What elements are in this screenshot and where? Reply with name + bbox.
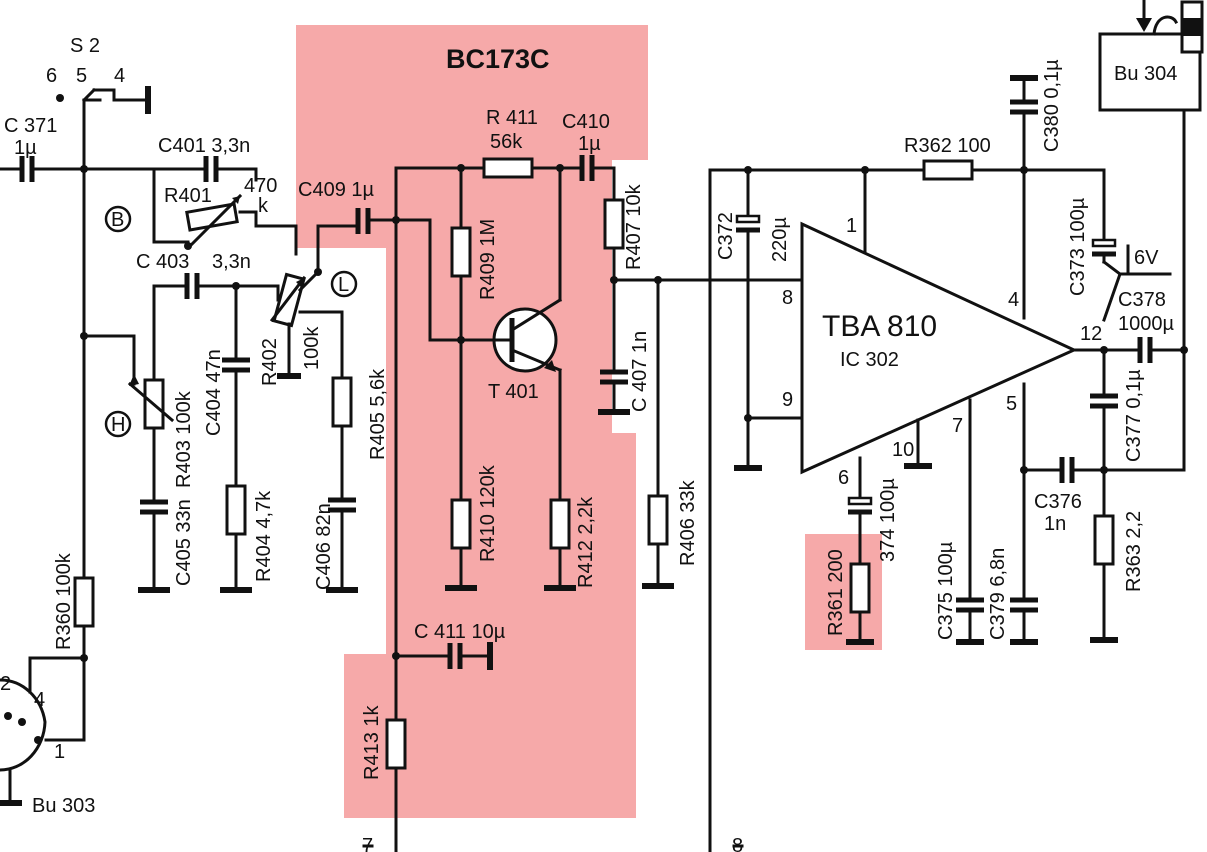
switch-pin-5: 5 — [76, 65, 87, 87]
r407-label: R407 10k — [623, 183, 645, 270]
feedback-network — [922, 75, 1172, 322]
c378-label: C378 — [1118, 289, 1166, 311]
edge-mark-left-label: 7 — [362, 835, 373, 852]
node-l-label: L — [338, 274, 349, 296]
r401-value-1: 470 — [244, 175, 277, 197]
c401-r401-network — [152, 156, 298, 256]
r409-label: R409 1M — [477, 219, 499, 300]
bu303-pin-2: 2 — [0, 673, 11, 695]
c411-label: C 411 10µ — [414, 621, 506, 643]
r413-label: R413 1k — [361, 705, 383, 780]
r412-label: R412 2,2k — [575, 496, 597, 588]
r361-label: R361 200 — [825, 549, 847, 636]
output-network — [1020, 0, 1204, 643]
c372-value: 220µ — [769, 217, 791, 262]
c371-label: C 371 — [4, 115, 57, 137]
switch-pin-4: 4 — [114, 65, 125, 87]
t401-label: T 401 — [488, 381, 539, 403]
ic-pin-1: 1 — [846, 215, 857, 237]
ic-tba810 — [800, 166, 1140, 602]
transistor-type-label: BC173C — [446, 44, 550, 74]
ic-name-label: TBA 810 — [822, 310, 937, 343]
bu303-pin-1: 1 — [54, 741, 65, 763]
ic-pin-10: 10 — [892, 439, 914, 461]
r405-label: R405 5,6k — [367, 368, 389, 460]
r402-value: 100k — [301, 326, 323, 370]
bu303-pin-4: 4 — [34, 689, 45, 711]
r410-label: R410 120k — [477, 464, 499, 562]
c376-value: 1n — [1044, 513, 1066, 535]
c405-label: C405 33n — [173, 499, 195, 586]
c401-label: C401 3,3n — [158, 135, 250, 157]
ic-pin-4: 4 — [1008, 289, 1019, 311]
ic-pin-9: 9 — [782, 389, 793, 411]
r411-value: 56k — [490, 131, 523, 153]
ic-pin-5: 5 — [1006, 393, 1017, 415]
switch-name: S 2 — [70, 35, 100, 57]
c404-r404-branch — [220, 284, 252, 593]
r363-label: R363 2,2 — [1123, 511, 1145, 592]
node-h-label: H — [111, 414, 125, 436]
ic-pin-8: 8 — [782, 287, 793, 309]
c380-label: C380 0,1µ — [1041, 59, 1063, 152]
r401-label: R401 — [164, 185, 212, 207]
c376-label: C376 — [1034, 491, 1082, 513]
ic-pin-7: 7 — [952, 415, 963, 437]
switch-pin-6: 6 — [46, 65, 57, 87]
c372-label: C372 — [715, 212, 737, 260]
r404-label: R404 4,7k — [253, 490, 275, 582]
c377-label: C377 0,1µ — [1123, 369, 1145, 462]
ic-pin-12: 12 — [1080, 323, 1102, 345]
c409-label: C409 1µ — [298, 179, 374, 201]
c406-label: C406 82n — [313, 503, 335, 590]
node-b-label: B — [111, 209, 124, 231]
r402-pot — [269, 224, 358, 593]
c407-label: C 407 1n — [629, 331, 651, 412]
ic-pin-6: 6 — [838, 467, 849, 489]
edge-mark-right-label: 8 — [732, 835, 743, 852]
c371-value: 1µ — [14, 137, 37, 159]
pin6-network — [846, 496, 874, 645]
node-markers — [104, 205, 358, 438]
v6-label: 6V — [1134, 247, 1159, 269]
r411-label: R 411 — [486, 107, 538, 129]
transistor-stage — [355, 155, 616, 852]
c403-r403-branch — [127, 273, 280, 593]
c372-capacitor — [734, 166, 802, 471]
r406-label: R406 33k — [677, 479, 699, 566]
c373-label: C373 100µ — [1067, 197, 1089, 296]
ic-ref-label: IC 302 — [840, 349, 899, 371]
c410-value: 1µ — [578, 133, 601, 155]
r360-label: R360 100k — [53, 552, 75, 650]
c403-value: 3,3n — [212, 251, 251, 273]
bu303-label: Bu 303 — [32, 795, 95, 817]
decoupling-caps — [956, 597, 1038, 645]
r362-label: R362 100 — [904, 135, 991, 157]
c374-label: 374 100µ — [877, 478, 899, 562]
c404-label: C404 47n — [203, 349, 225, 436]
r402-label: R402 — [259, 338, 281, 386]
c378-value: 1000µ — [1118, 313, 1174, 335]
c403-label: C 403 — [136, 251, 189, 273]
r403-label: R403 100k — [173, 390, 195, 488]
input-wiring — [0, 86, 206, 806]
c379-label: C379 6,8n — [987, 548, 1009, 640]
interstage-network — [598, 168, 926, 852]
r401-value-2: k — [258, 195, 269, 217]
c410-label: C410 — [562, 111, 610, 133]
bu304-label: Bu 304 — [1114, 63, 1177, 85]
c375-label: C375 100µ — [935, 541, 957, 640]
